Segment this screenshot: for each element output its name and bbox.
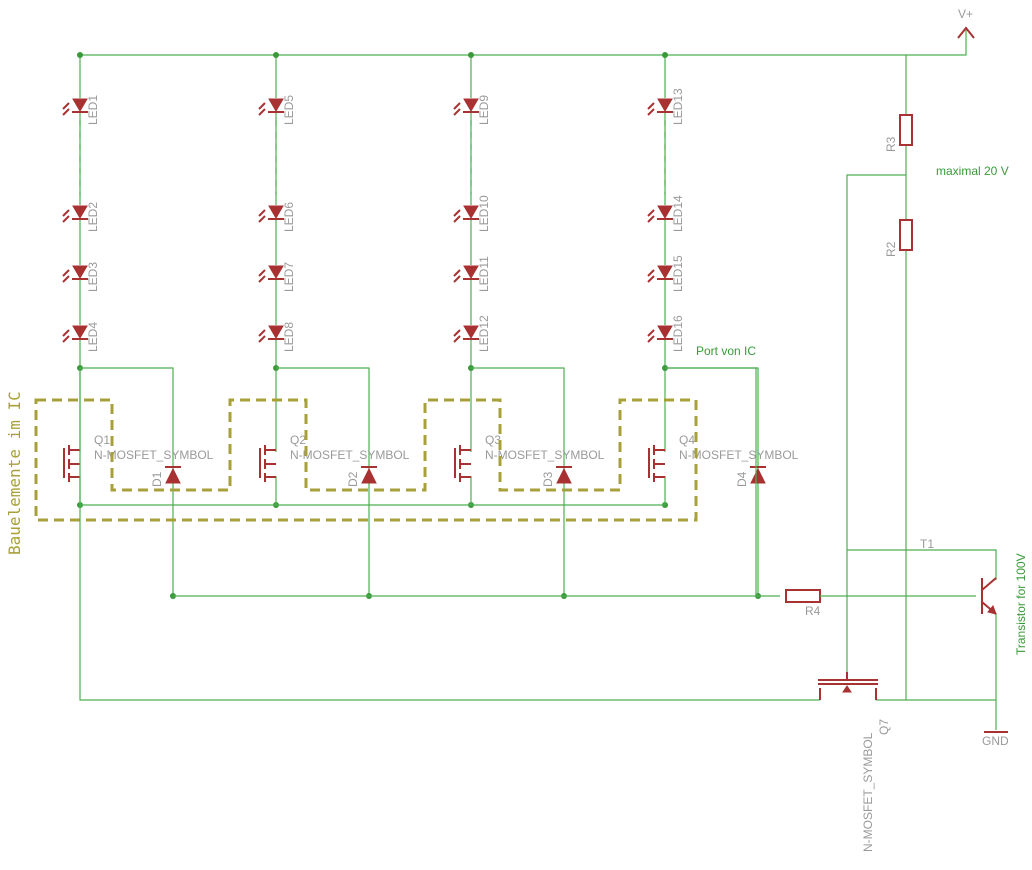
diode-symbol bbox=[361, 467, 377, 484]
led-symbol bbox=[657, 325, 673, 339]
mosfet-type-label: N-MOSFET_SYMBOL bbox=[679, 448, 799, 462]
mosfet-symbol bbox=[259, 445, 276, 482]
diode-symbol bbox=[165, 467, 181, 484]
led-label: LED9 bbox=[477, 95, 491, 125]
led-bar bbox=[647, 209, 673, 223]
t1-collector-wire bbox=[847, 549, 997, 580]
led-label: LED10 bbox=[477, 195, 491, 232]
led-label: LED1 bbox=[86, 95, 100, 125]
transistor-note: Transistor for 100V bbox=[1014, 553, 1028, 655]
q7-arrow bbox=[842, 685, 852, 693]
led-symbol bbox=[657, 98, 673, 112]
led-bar bbox=[647, 329, 673, 343]
led-bar bbox=[62, 102, 88, 116]
r3-label: R3 bbox=[884, 136, 898, 152]
led-symbol bbox=[463, 205, 479, 219]
mosfet-label: Q1 bbox=[94, 433, 110, 447]
diode-label: D2 bbox=[346, 471, 360, 487]
vplus-rail bbox=[80, 30, 967, 56]
r2-label: R2 bbox=[884, 241, 898, 257]
mosfet-label: Q4 bbox=[679, 433, 695, 447]
led-bar bbox=[62, 269, 88, 283]
led-label: LED16 bbox=[671, 315, 685, 352]
led-bar bbox=[258, 329, 284, 343]
led-bar bbox=[453, 269, 479, 283]
gnd-label: GND bbox=[982, 734, 1009, 748]
diode-label: D3 bbox=[541, 471, 555, 487]
led-label: LED4 bbox=[86, 322, 100, 352]
vplus-arrow bbox=[957, 26, 975, 39]
led-bar bbox=[258, 269, 284, 283]
led-symbol bbox=[463, 265, 479, 279]
led-symbol bbox=[463, 325, 479, 339]
mosfet-type-label: N-MOSFET_SYMBOL bbox=[485, 448, 605, 462]
diode-symbol bbox=[556, 467, 572, 484]
mosfet-type-label: N-MOSFET_SYMBOL bbox=[290, 448, 410, 462]
led-symbol bbox=[657, 205, 673, 219]
led-symbol bbox=[72, 325, 88, 339]
r3-resistor bbox=[899, 114, 913, 146]
r2-resistor bbox=[899, 219, 913, 251]
port-wire bbox=[665, 367, 757, 596]
r4-resistor bbox=[785, 589, 821, 603]
led-symbol bbox=[463, 98, 479, 112]
ic-outline bbox=[34, 398, 698, 522]
led-label: LED14 bbox=[671, 195, 685, 232]
diode-label: D4 bbox=[735, 471, 749, 487]
led-label: LED15 bbox=[671, 255, 685, 292]
vplus-label: V+ bbox=[958, 7, 973, 21]
t1-label: T1 bbox=[920, 537, 934, 551]
mosfet-label: Q2 bbox=[290, 433, 306, 447]
led-label: LED8 bbox=[282, 322, 296, 352]
led-label: LED3 bbox=[86, 262, 100, 292]
led-bar bbox=[258, 102, 284, 116]
diode-label: D1 bbox=[150, 471, 164, 487]
q7-type-label: N-MOSFET_SYMBOL bbox=[861, 732, 875, 852]
led-symbol bbox=[268, 205, 284, 219]
led-bar bbox=[453, 209, 479, 223]
led-symbol bbox=[268, 265, 284, 279]
led-symbol bbox=[72, 205, 88, 219]
ground-rail bbox=[79, 368, 997, 730]
max-voltage-label: maximal 20 V bbox=[936, 164, 1009, 178]
q7-label: Q7 bbox=[877, 719, 891, 735]
led-bar bbox=[453, 329, 479, 343]
led-label: LED5 bbox=[282, 95, 296, 125]
junction-dot bbox=[468, 52, 474, 58]
r4-label: R4 bbox=[805, 604, 821, 618]
led-label: LED2 bbox=[86, 202, 100, 232]
diode-symbol bbox=[750, 467, 766, 484]
mosfet-type-label: N-MOSFET_SYMBOL bbox=[94, 448, 214, 462]
led-bar bbox=[62, 209, 88, 223]
led-bar bbox=[647, 102, 673, 116]
q7-mosfet bbox=[818, 672, 878, 700]
t1-emitter-arrow bbox=[987, 605, 997, 615]
led-label: LED11 bbox=[477, 256, 491, 292]
led-columns: LED1LED2LED3LED4Q1N-MOSFET_SYMBOLD1LED5L… bbox=[62, 52, 799, 599]
led-bar bbox=[453, 102, 479, 116]
led-label: LED12 bbox=[477, 315, 491, 352]
led-label: LED13 bbox=[671, 88, 685, 125]
led-symbol bbox=[657, 265, 673, 279]
mosfet-symbol bbox=[648, 445, 665, 482]
junction-dot bbox=[77, 52, 83, 58]
junction-dot bbox=[662, 52, 668, 58]
divider-tap bbox=[846, 174, 906, 680]
ic-elements-label: Bauelemente im IC bbox=[5, 391, 24, 555]
led-symbol bbox=[72, 98, 88, 112]
mosfet-label: Q3 bbox=[485, 433, 501, 447]
led-symbol bbox=[268, 325, 284, 339]
led-symbol bbox=[268, 98, 284, 112]
led-label: LED6 bbox=[282, 202, 296, 232]
junction-dot bbox=[273, 52, 279, 58]
led-bar bbox=[647, 269, 673, 283]
led-symbol bbox=[72, 265, 88, 279]
led-label: LED7 bbox=[282, 262, 296, 292]
mosfet-symbol bbox=[63, 445, 80, 482]
mosfet-symbol bbox=[454, 445, 471, 482]
led-bar bbox=[62, 329, 88, 343]
led-bar bbox=[258, 209, 284, 223]
port-label: Port von IC bbox=[696, 344, 756, 358]
